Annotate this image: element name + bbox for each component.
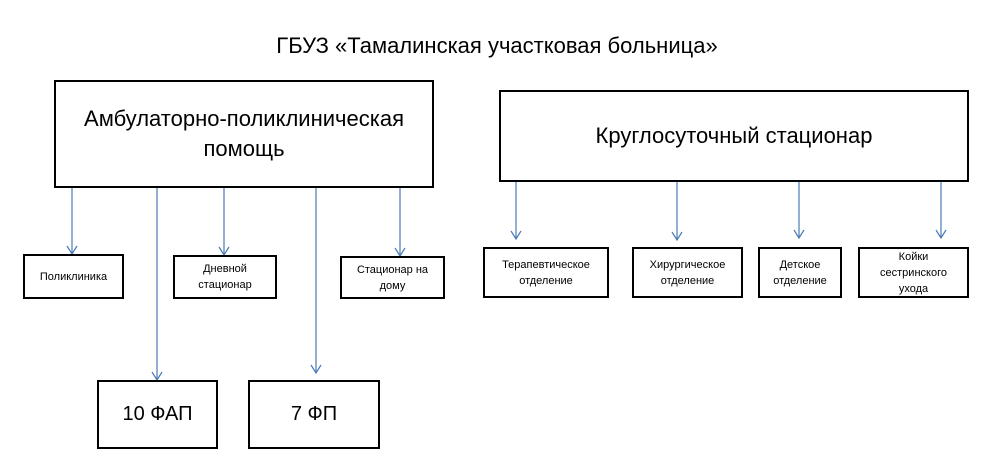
dnevnoy-stacionar-box: Дневной стационар [173,255,277,299]
connector-koyki [935,182,947,240]
stacionar-na-domu-box: Стационар на дому [340,256,445,299]
connector-dnevnoy [218,188,230,257]
connector-10-fap [151,188,163,382]
hirurg-label: Хирургическое отделение [649,258,726,287]
fap-box: 10 ФАП [97,380,218,449]
poliklinika-label: Поликлиника [39,270,108,283]
detskoe-label: Детское отделение [773,258,827,287]
detskoe-box: Детское отделение [758,247,842,298]
ambulatory-label: Амбулаторно-поликлиническая помощь [84,106,404,161]
koyki-label: Койки сестринского ухода [880,250,947,295]
fp-label: 7 ФП [290,403,338,425]
connector-na-domu [394,188,406,258]
connector-terapevt [510,182,522,241]
connector-poliklinika [66,188,78,256]
fap-label: 10 ФАП [122,403,193,425]
stacionar-na-domu-label: Стационар на дому [356,263,429,292]
diagram-title: ГБУЗ «Тамалинская участковая больница» [276,33,718,58]
dnevnoy-stacionar-label: Дневной стационар [198,263,252,291]
fp-box: 7 ФП [248,380,380,449]
terapevt-label: Терапевтическое отделение [502,258,590,287]
connector-detskoe [793,182,805,240]
poliklinika-box: Поликлиника [23,254,124,299]
koyki-box: Койки сестринского ухода [858,247,969,298]
connector-hirurg [671,182,683,242]
ambulatory-box: Амбулаторно-поликлиническая помощь [54,80,434,188]
inpatient-label: Круглосуточный стационар [595,123,873,148]
terapevt-box: Терапевтическое отделение [483,247,609,298]
connector-7-fp [310,188,322,375]
hirurg-box: Хирургическое отделение [632,247,743,298]
inpatient-box: Круглосуточный стационар [499,90,969,182]
